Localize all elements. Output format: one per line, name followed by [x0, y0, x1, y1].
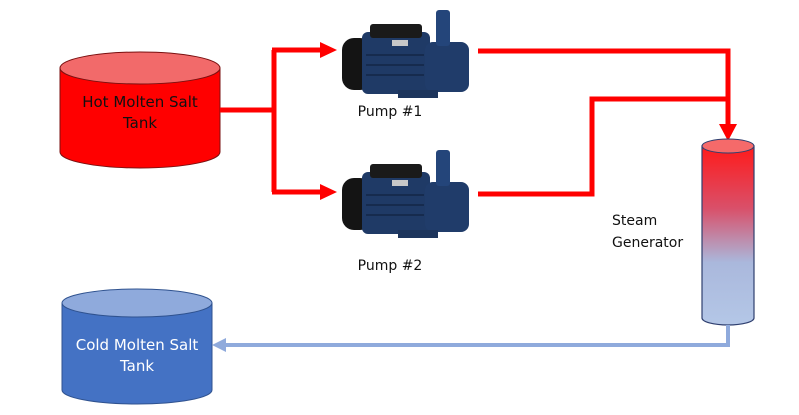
pump2-discharge-line: [478, 96, 728, 197]
cold-tank-label-line2: Tank: [119, 357, 155, 375]
cold-tank-label: Cold Molten Salt Tank: [62, 335, 212, 377]
pump-2-image: [342, 150, 469, 238]
steam-generator-label: Steam Generator: [612, 210, 683, 254]
pump1-discharge-line: [478, 48, 731, 126]
hot-tank-label-line2: Tank: [122, 114, 158, 132]
arrow-to-pump1: [320, 42, 337, 58]
hot-molten-salt-tank: [59, 51, 221, 169]
cold-molten-salt-tank: [61, 288, 213, 405]
steam-generator-label-line2: Generator: [612, 235, 684, 251]
cold-tank-label-line1: Cold Molten Salt: [75, 336, 199, 354]
pump-2-label: Pump #2: [357, 258, 423, 274]
pump-1-label: Pump #1: [357, 104, 423, 120]
hot-tank-label-line1: Hot Molten Salt: [82, 93, 198, 111]
hot-tank-label: Hot Molten Salt Tank: [60, 92, 220, 134]
arrow-to-pump2: [320, 184, 337, 200]
arrow-to-steam-generator: [719, 124, 737, 141]
steam-generator: [701, 138, 755, 326]
steam-generator-label-line1: Steam: [612, 213, 658, 229]
hot-supply-lines: [220, 47, 322, 195]
pump-1-image: [342, 10, 469, 98]
arrow-to-cold-tank: [212, 338, 226, 352]
cold-return-line: [224, 325, 730, 347]
hot-discharge-lines: [478, 48, 731, 197]
